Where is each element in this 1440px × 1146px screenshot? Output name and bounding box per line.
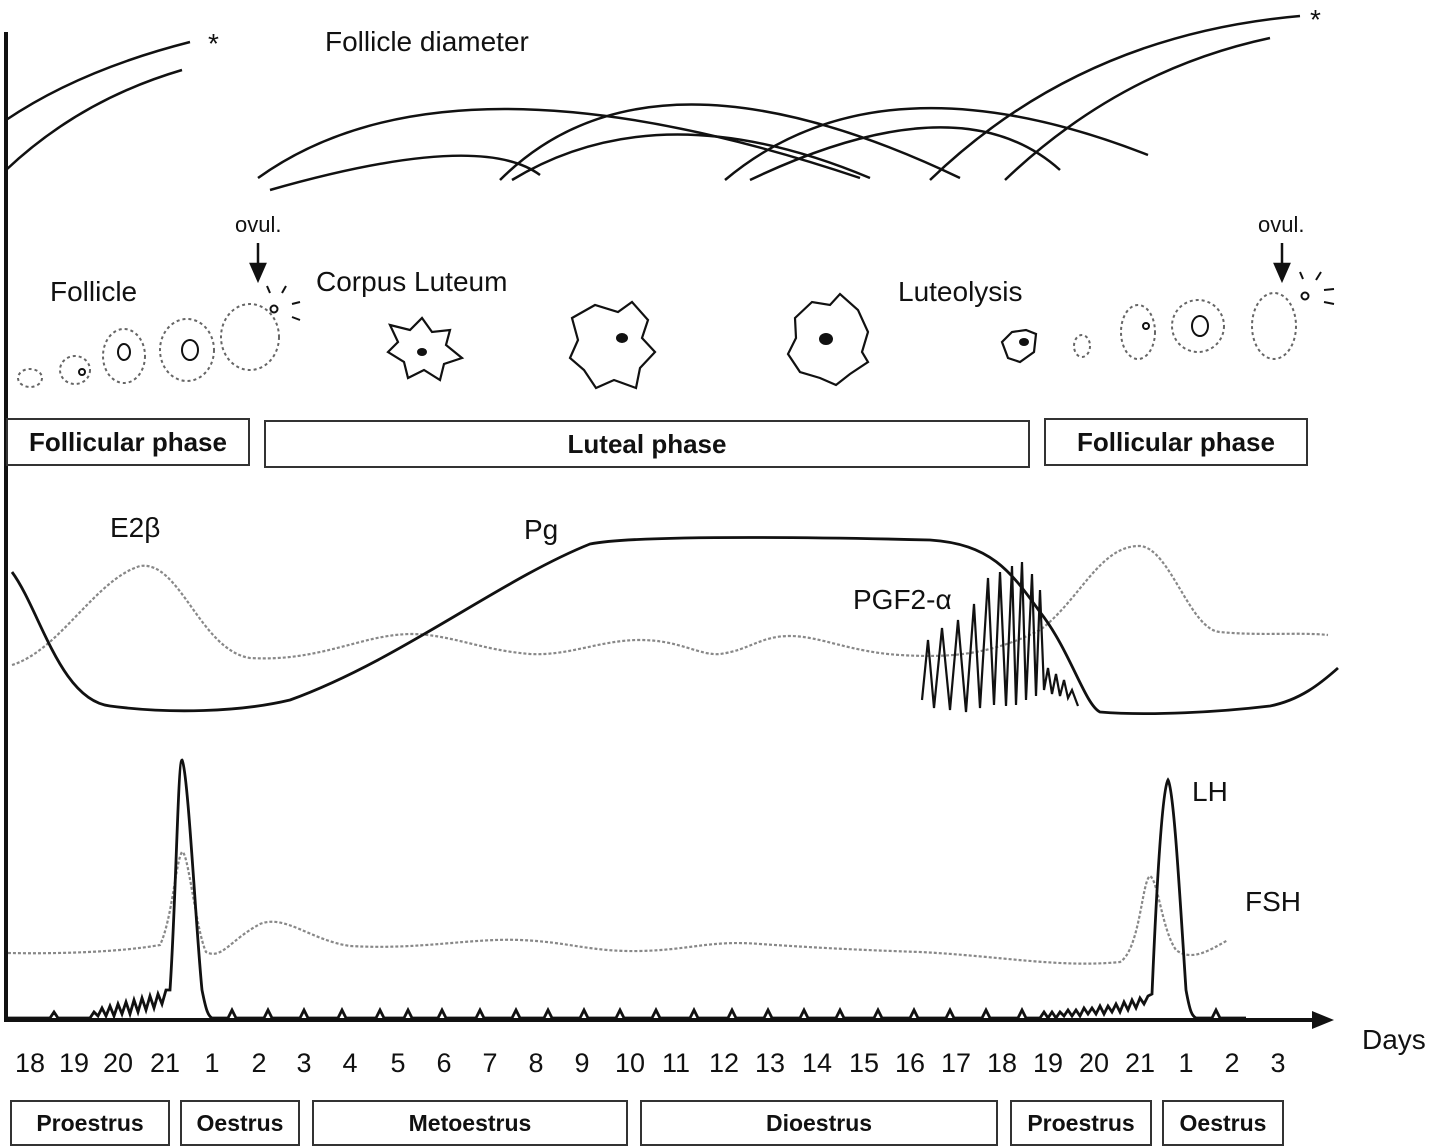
lh-label: LH [1192,776,1228,807]
pgf2a-label: PGF2-α [853,584,952,615]
fsh-curve [7,850,1229,965]
stage-box-oestrus-1: Oestrus [180,1100,300,1146]
asterisk-right: * [1310,4,1321,35]
phase-box-luteal: Luteal phase [264,420,1030,468]
corpus-luteum-label: Corpus Luteum [316,266,508,297]
e2b-label: E2β [110,512,161,543]
ovul-label-right: ovul. [1258,212,1305,237]
phase-box-follicular-1: Follicular phase [6,418,250,466]
stage-box-proestrus-1: Proestrus [10,1100,170,1146]
day-tick: 9 [574,1048,590,1078]
day-tick: 21 [149,1048,181,1078]
follicle-diameter-label: Follicle diameter [325,26,529,57]
day-tick: 1 [204,1048,220,1078]
follicles-left [17,303,280,388]
day-tick: 18 [986,1048,1018,1078]
day-tick: 14 [801,1048,833,1078]
corpus-luteum-nuclei [417,333,1029,356]
day-tick: 13 [754,1048,786,1078]
day-tick: 6 [436,1048,452,1078]
day-tick: 21 [1124,1048,1156,1078]
pgf2a-curve [920,561,1080,713]
day-tick: 1 [1178,1048,1194,1078]
day-tick: 3 [296,1048,312,1078]
day-tick: 2 [1224,1048,1240,1078]
day-tick: 5 [390,1048,406,1078]
day-tick: 4 [342,1048,358,1078]
phase-box-follicular-2: Follicular phase [1044,418,1308,466]
ovul-label-left: ovul. [235,212,282,237]
day-tick: 19 [58,1048,90,1078]
pg-label: Pg [524,514,559,545]
days-axis-arrow [1312,1011,1334,1029]
days-axis-label: Days [1362,1024,1426,1055]
day-tick: 11 [661,1048,691,1078]
ovulation-arrows [249,243,1291,284]
day-tick: 19 [1032,1048,1064,1078]
rupture-marks-right [1299,271,1335,305]
luteolysis-label: Luteolysis [898,276,1023,307]
day-tick: 7 [482,1048,498,1078]
day-tick: 20 [1078,1048,1110,1078]
oocytes-right [1142,291,1310,337]
day-tick: 17 [940,1048,972,1078]
day-tick: 16 [894,1048,926,1078]
stage-box-oestrus-2: Oestrus [1162,1100,1284,1146]
follicle-diameter-curves [5,14,1301,192]
corpora-lutea [386,292,1038,390]
day-tick: 8 [528,1048,544,1078]
day-tick: 12 [708,1048,740,1078]
rupture-marks-left [266,285,301,321]
e2b-curve [11,544,1329,667]
day-tick: 18 [14,1048,46,1078]
lh-curve [8,758,1246,1021]
stage-box-dioestrus: Dioestrus [640,1100,998,1146]
day-tick: 10 [614,1048,646,1078]
fsh-label: FSH [1245,886,1301,917]
follicle-label: Follicle [50,276,138,307]
day-tick: 20 [102,1048,134,1078]
pg-curve [10,536,1339,716]
asterisk-left: * [208,28,219,59]
stage-box-metoestrus: Metoestrus [312,1100,628,1146]
day-tick: 2 [251,1048,267,1078]
stage-box-proestrus-2: Proestrus [1010,1100,1152,1146]
day-tick: 15 [848,1048,880,1078]
day-tick: 3 [1270,1048,1286,1078]
follicles-right [1073,292,1297,360]
oocytes-left [78,304,279,376]
